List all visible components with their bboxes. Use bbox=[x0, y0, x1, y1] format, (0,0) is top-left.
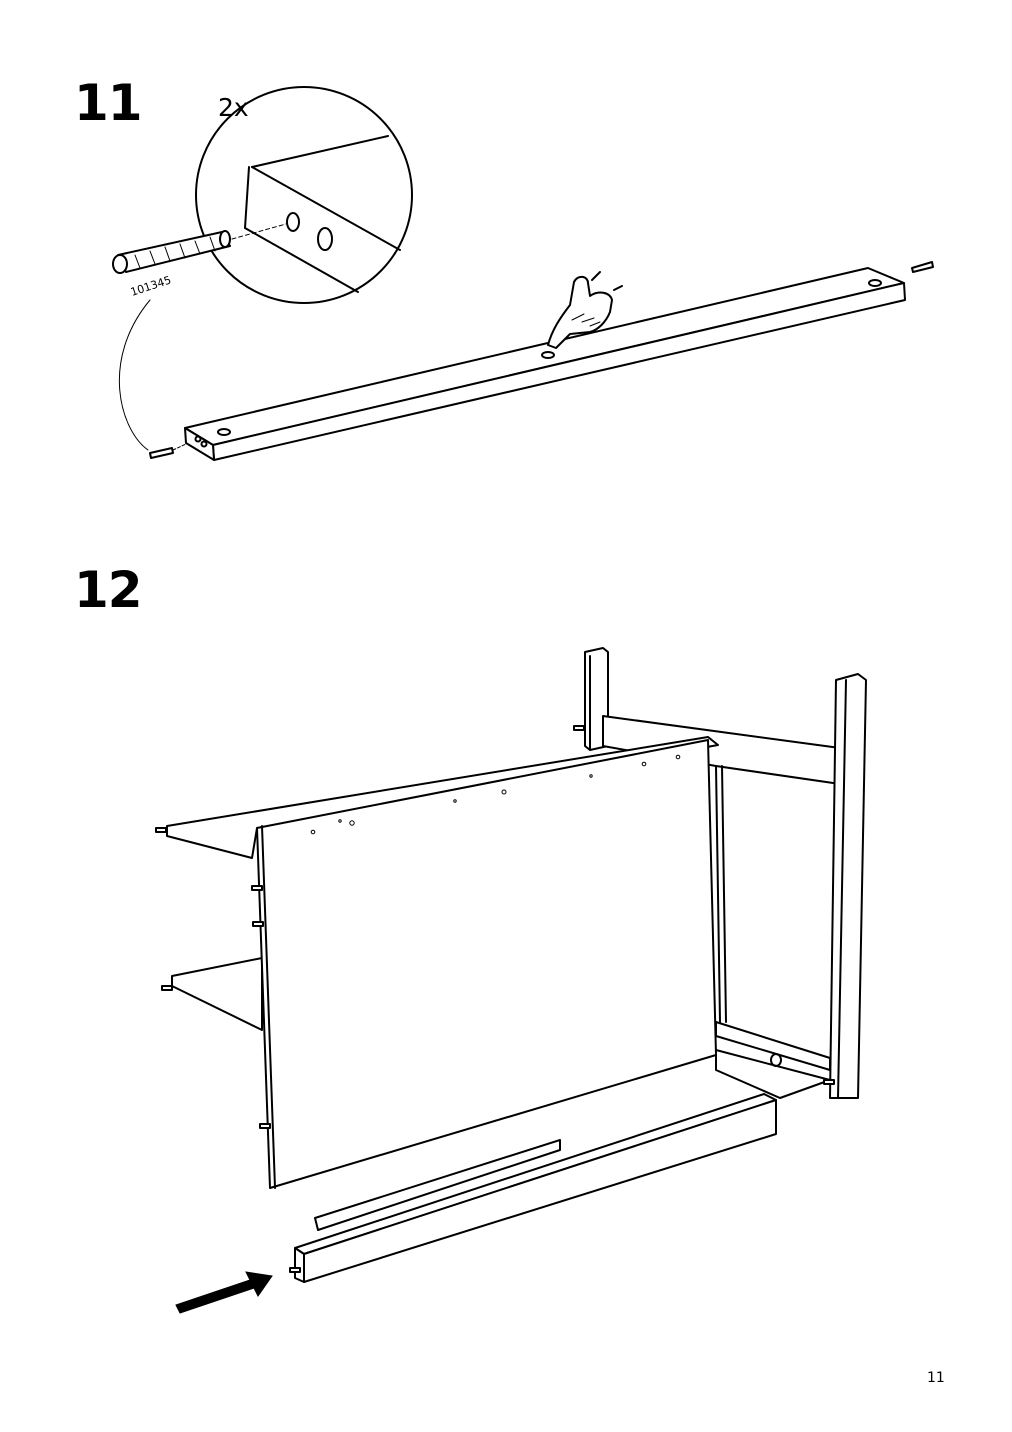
beam-end-detail bbox=[231, 135, 401, 293]
step-12-number: 12 bbox=[74, 561, 143, 619]
detail-magnifier-circle bbox=[195, 86, 413, 304]
back-post bbox=[584, 647, 609, 751]
long-beam bbox=[184, 267, 906, 461]
top-rear-rail bbox=[602, 715, 841, 785]
finger-press-icon bbox=[547, 271, 623, 349]
bottom-shelf bbox=[715, 1049, 831, 1099]
step-11-number: 11 bbox=[74, 74, 143, 132]
lower-shelf bbox=[171, 957, 263, 1031]
dowel-icon bbox=[155, 725, 835, 1273]
front-post bbox=[829, 673, 867, 1099]
front-lower-rail bbox=[294, 1093, 777, 1283]
dowel-quantity: 2x bbox=[218, 93, 249, 122]
top-shelf bbox=[166, 736, 719, 859]
side-panel bbox=[256, 739, 717, 1189]
dowel-icon bbox=[112, 230, 231, 274]
push-arrow-icon bbox=[175, 1271, 273, 1314]
leader-line bbox=[118, 299, 151, 451]
part-code-label: 101345 bbox=[129, 274, 173, 299]
right-frame bbox=[715, 765, 831, 1071]
step-11-illustration: 101345 bbox=[112, 86, 934, 461]
dowel-icon bbox=[149, 261, 934, 459]
page-number: 11 bbox=[927, 1370, 945, 1386]
